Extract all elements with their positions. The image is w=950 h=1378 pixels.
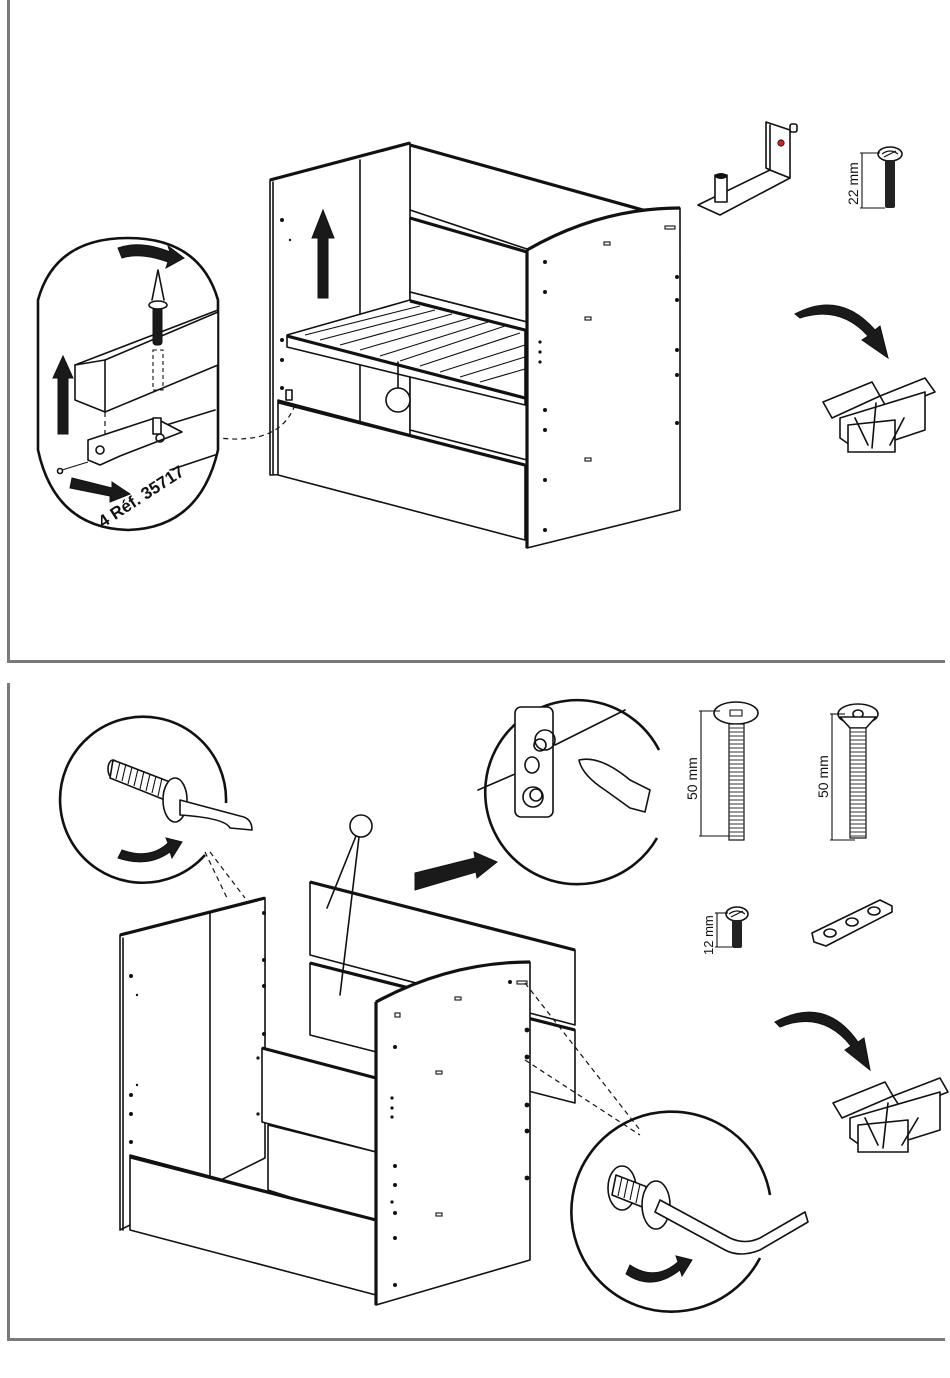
bed-frame-drawing <box>219 141 681 549</box>
screw-length-label: 22 mm <box>845 162 861 205</box>
part-callout-circle <box>349 814 373 838</box>
rotate-arrow-icon <box>625 1255 693 1283</box>
toolbox-hint <box>794 304 936 453</box>
part-bed-bracket <box>697 121 798 216</box>
part-screw-22mm: 22 mm <box>845 146 903 209</box>
curved-arrow-icon <box>774 1011 871 1072</box>
detail-callout-bolt-right <box>570 1110 809 1313</box>
toolbox-hint <box>774 1011 949 1153</box>
toolbox-icon <box>822 377 936 453</box>
detail-callout-connector <box>477 698 661 886</box>
rotate-arrow-icon <box>117 244 185 270</box>
up-arrow-icon <box>52 354 74 435</box>
rotate-arrow-icon <box>117 837 183 863</box>
right-headboard <box>526 207 681 549</box>
right-arrow-icon <box>69 477 132 503</box>
part-callout-circle <box>385 387 411 413</box>
push-arrow-icon <box>414 851 498 891</box>
step-panel-bottom <box>7 683 945 1341</box>
bolt-length-label: 50 mm <box>684 757 700 800</box>
up-arrow-icon <box>311 208 335 299</box>
slatted-base <box>286 299 526 406</box>
bracket-mark <box>285 389 293 401</box>
cot-frame-drawing <box>119 814 641 1306</box>
part-screw-12mm: 12 mm <box>701 906 749 955</box>
step-panel-top <box>7 0 945 663</box>
screw-length-label: 12 mm <box>701 915 716 955</box>
detail-callout-bracket: 4 Réf. 35717 <box>36 236 220 531</box>
curved-arrow-icon <box>794 304 889 360</box>
toolbox-icon <box>832 1077 949 1153</box>
part-bolt-button-head-50mm: 50 mm <box>684 701 759 841</box>
reference-label: 4 Réf. 35717 <box>95 462 188 531</box>
bolt-length-label: 50 mm <box>815 755 831 798</box>
part-connector-plate <box>811 899 893 947</box>
part-bolt-countersunk-50mm: 50 mm <box>815 703 879 841</box>
accent-hole <box>777 139 785 147</box>
detail-callout-bolt-left <box>58 715 253 885</box>
